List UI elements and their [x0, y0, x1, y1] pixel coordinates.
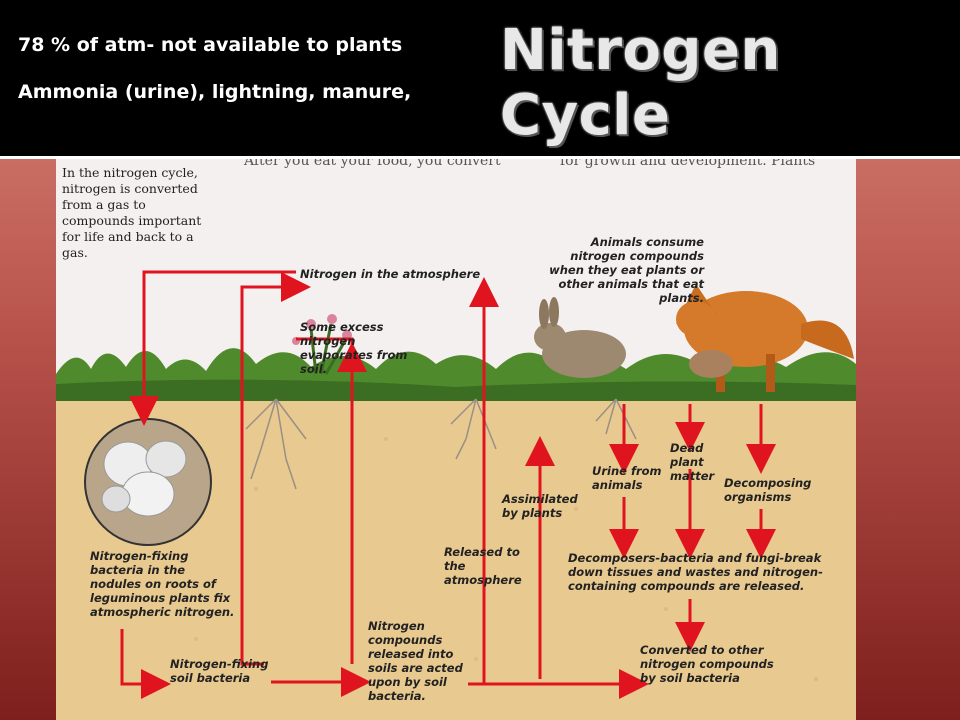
rabbit	[534, 297, 626, 378]
label-atmosphere: Nitrogen in the atmosphere	[300, 267, 481, 281]
nitrogen-cycle-figure: After you eat your food, you convert for…	[56, 159, 856, 720]
bullet-sources: Ammonia (urine), lightning, manure,	[18, 81, 412, 103]
bleed-text-right: for growth and development. Plants	[560, 159, 816, 169]
bleed-text-left: After you eat your food, you convert	[244, 159, 501, 169]
label-converted: Converted to other nitrogen compounds by…	[640, 643, 774, 685]
cycle-arrows	[120, 270, 776, 699]
title-bar	[0, 0, 960, 156]
label-released-soils: Nitrogen compounds released into soils a…	[368, 619, 463, 703]
title-divider	[0, 156, 960, 159]
label-released-atm: Released to the atmosphere	[444, 545, 522, 587]
label-fixing-nodules: Nitrogen-fixing bacteria in the nodules …	[90, 549, 235, 619]
intro-text: In the nitrogen cycle, nitrogen is conve…	[62, 165, 202, 260]
fox	[676, 284, 854, 392]
diagram-art	[56, 159, 856, 720]
slide-title: Nitrogen Cycle	[500, 18, 781, 148]
label-soil-bacteria: Nitrogen-fixing soil bacteria	[170, 657, 269, 685]
label-decomposers: Decomposers-bacteria and fungi-break dow…	[568, 551, 823, 593]
label-decomposing: Decomposing organisms	[724, 476, 812, 504]
root-nodule-closeup	[84, 418, 212, 546]
label-assimilated: Assimilated by plants	[502, 492, 578, 520]
label-evaporates: Some excess nitrogen evaporates from soi…	[300, 320, 408, 376]
label-dead-plant: Dead plant matter	[670, 441, 715, 483]
bullet-atmosphere: 78 % of atm- not available to plants	[18, 34, 403, 56]
label-urine: Urine from animals	[592, 464, 662, 492]
roots	[245, 398, 637, 490]
label-animals: Animals consume nitrogen compounds when …	[549, 235, 704, 305]
